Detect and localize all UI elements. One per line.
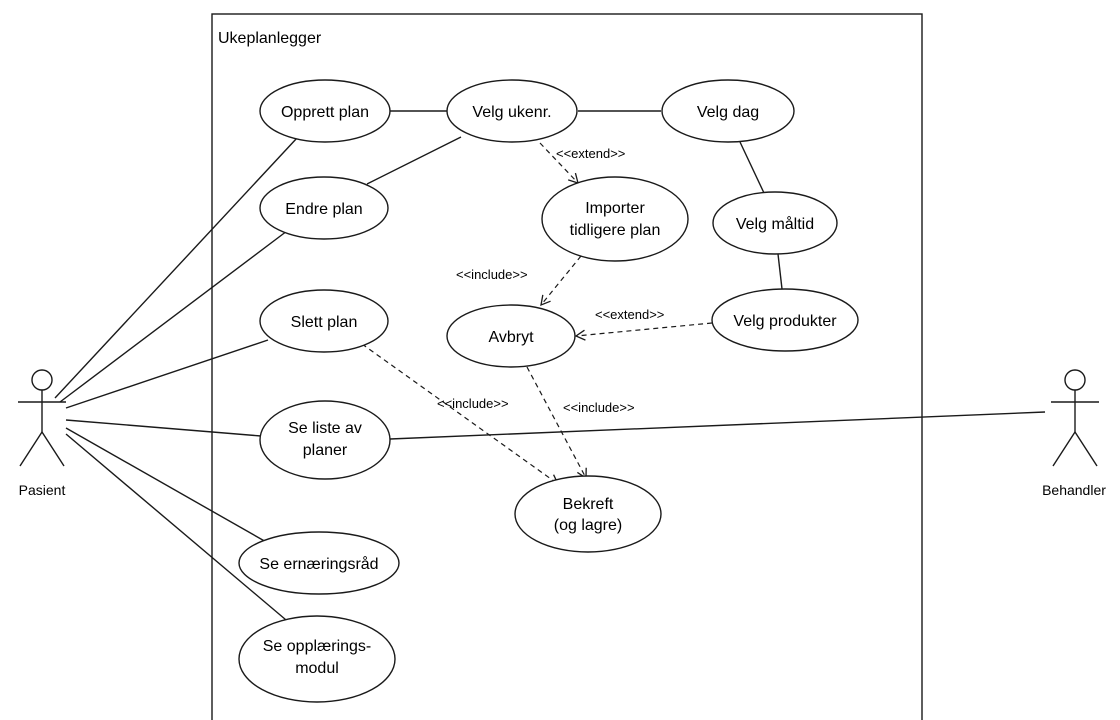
use-case-label: Endre plan <box>285 201 362 218</box>
actor-label: Pasient <box>19 482 66 498</box>
use-case-bekreft[interactable]: Bekreft (og lagre) <box>514 475 662 553</box>
stereotype-extend-ukenr-importer: <<extend>> <box>556 146 625 161</box>
use-case-label: (og lagre) <box>554 517 622 534</box>
use-case-se-opplaeringsmodul[interactable]: Se opplærings- modul <box>238 615 396 703</box>
use-case-label: Velg ukenr. <box>472 104 551 121</box>
stereotype-extend-produkter-avbryt: <<extend>> <box>595 307 664 322</box>
dep-produkter-avbryt <box>574 322 713 341</box>
use-case-label: Bekreft <box>563 496 614 513</box>
use-case-label: modul <box>295 660 339 677</box>
dep-avbryt-bekreft <box>526 366 587 480</box>
actor-therapist[interactable]: Behandler <box>1042 369 1106 498</box>
assoc-patient-ernaering <box>65 427 269 544</box>
dep-ukenr-importer <box>539 142 579 184</box>
actor-patient[interactable]: Pasient <box>18 369 66 498</box>
use-case-endre-plan[interactable]: Endre plan <box>259 176 389 240</box>
use-case-avbryt[interactable]: Avbryt <box>446 304 576 368</box>
assoc-patient-endre <box>59 230 288 403</box>
use-case-label: Se opplærings- <box>263 638 372 655</box>
actor-label: Behandler <box>1042 482 1106 498</box>
use-case-label: Velg dag <box>697 104 759 121</box>
stereotype-include-avbryt-bekreft: <<include>> <box>563 400 635 415</box>
stereotype-include-slett-bekreft: <<include>> <box>437 396 509 411</box>
system-title: Ukeplanlegger <box>218 30 322 47</box>
use-case-slett-plan[interactable]: Slett plan <box>259 289 389 353</box>
use-case-label: Avbryt <box>488 329 534 346</box>
use-case-opprett-plan[interactable]: Opprett plan <box>259 79 391 143</box>
use-case-label: Se liste av <box>288 420 362 437</box>
stereotype-include-importer-avbryt: <<include>> <box>456 267 528 282</box>
assoc-endre-ukenr <box>366 136 462 185</box>
use-case-label: tidligere plan <box>570 222 661 239</box>
use-case-se-ernaeringsrad[interactable]: Se ernæringsråd <box>238 531 400 595</box>
patient-associations <box>54 137 298 626</box>
assoc-patient-liste <box>65 419 262 437</box>
use-case-label: planer <box>303 442 348 459</box>
dep-importer-avbryt <box>540 255 582 307</box>
use-case-velg-produkter[interactable]: Velg produkter <box>711 288 859 352</box>
assoc-dag-maltid <box>739 141 765 194</box>
assoc-patient-opplaering <box>65 433 293 626</box>
use-case-velg-ukenr[interactable]: Velg ukenr. <box>446 79 578 143</box>
use-case-velg-dag[interactable]: Velg dag <box>661 79 795 143</box>
use-case-label: Se ernæringsråd <box>259 555 378 573</box>
assoc-patient-opprett <box>54 137 298 399</box>
use-case-se-liste-av-planer[interactable]: Se liste av planer <box>259 400 391 480</box>
assoc-patient-slett <box>65 339 269 409</box>
assoc-therapist-liste <box>389 411 1046 440</box>
use-case-label: Velg måltid <box>736 215 814 233</box>
use-case-label: Opprett plan <box>281 104 369 121</box>
assoc-maltid-produkter <box>777 253 783 290</box>
use-case-velg-maltid[interactable]: Velg måltid <box>712 191 838 255</box>
use-case-importer-tidligere-plan[interactable]: Importer tidligere plan <box>541 176 689 262</box>
stick-figure-icon <box>18 369 66 467</box>
use-case-label: Importer <box>585 200 645 217</box>
stick-figure-icon <box>1051 369 1099 467</box>
dep-slett-bekreft <box>361 343 560 485</box>
use-case-label: Slett plan <box>291 314 358 331</box>
use-case-label: Velg produkter <box>733 313 837 330</box>
